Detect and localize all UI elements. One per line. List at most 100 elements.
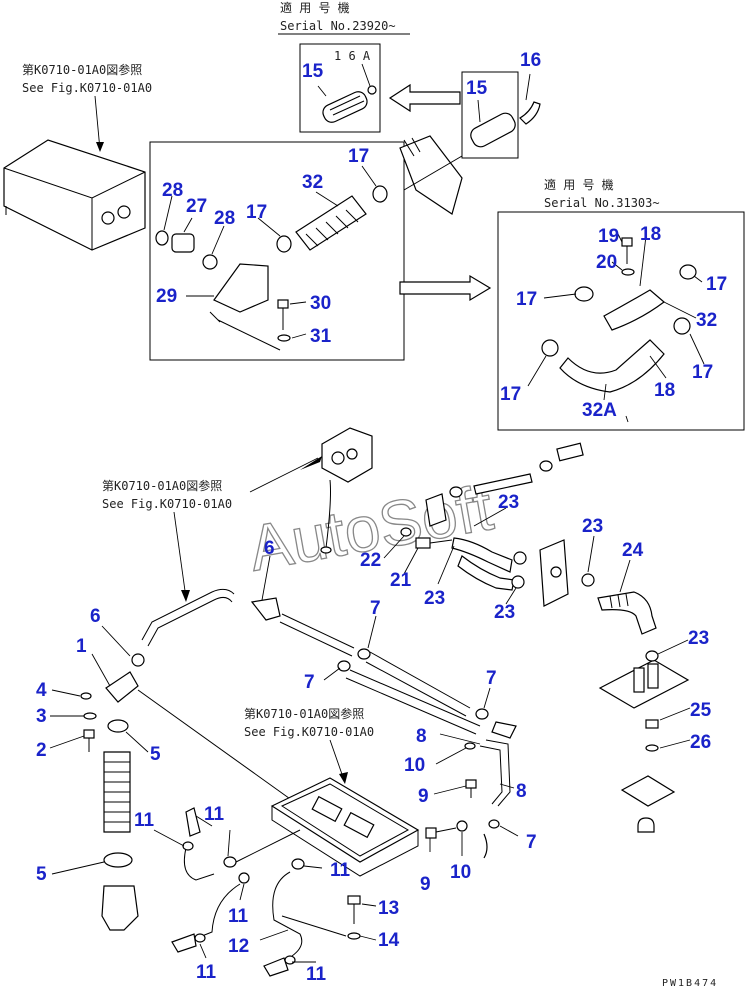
label-17-r-left: 17 [516,289,537,310]
label-11-a: 11 [204,804,225,825]
sleeve-15 [470,112,516,148]
label-11-d: 11 [228,906,249,927]
ref3-en: See Fig.K0710-01A0 [244,725,374,739]
adapter-29 [213,263,269,313]
label-27: 27 [186,196,207,217]
cap-11f [263,957,289,977]
washer-10a [464,742,476,750]
arrow-right [399,274,492,302]
upper-detail-box [149,141,405,361]
label-17-upper: 17 [348,146,369,167]
clamp-6a [131,653,145,667]
label-7-a: 7 [370,598,381,619]
label-32A: 32A [582,400,617,421]
label-32-right: 32 [696,310,717,331]
clamp-17-r4 [541,339,559,357]
label-6-upper: 6 [264,538,275,559]
clamp-17a [372,185,388,203]
washer-31 [277,334,291,342]
stud-a [633,667,645,693]
label-23-b: 23 [498,492,519,513]
stud-b [647,663,659,689]
ref1-en: See Fig.K0710-01A0 [22,81,152,95]
label-29: 29 [156,286,177,307]
clamp-7b [337,660,351,672]
label-30: 30 [310,293,331,314]
label-23-e: 23 [688,628,709,649]
label-32-upper: 32 [302,172,323,193]
label-24: 24 [622,540,644,561]
inset-box-15 [461,71,519,159]
clamp-11e [291,858,305,870]
hose-32 [295,195,367,251]
label-7-b: 7 [304,672,315,693]
pipe-6-left [141,588,235,641]
label-23-a: 23 [424,588,445,609]
label-12: 12 [228,936,249,957]
washer-10b [456,820,468,832]
label-20: 20 [596,252,617,273]
bolt-9b [425,827,437,839]
washer-26 [645,744,659,752]
washer-22 [400,527,412,537]
sleeve-15-inset [322,91,368,123]
clamp-7a [357,648,371,660]
clip-16a [367,85,377,95]
bolt-9a [465,779,477,789]
hose-5 [103,751,131,833]
cap-11d [171,933,197,953]
label-26: 26 [690,732,711,753]
pipe-7-right [365,651,471,717]
label-11-e: 11 [196,962,217,983]
clip-16 [519,101,541,125]
base-plate [620,775,676,807]
clamp-17-r1 [574,286,594,302]
heater-core [320,427,373,554]
clamp-28b [202,254,218,270]
label-25: 25 [690,700,712,721]
nozzle-1 [105,671,139,703]
hose-pair-23 [451,537,515,591]
label-17-r-bottom-right: 17 [692,362,713,383]
label-9-lower: 9 [420,874,431,895]
label-4: 4 [36,680,47,701]
ref1-jp: 第K0710-01A0図参照 [22,62,142,77]
label-19: 19 [598,226,619,247]
ref2-en: See Fig.K0710-01A0 [102,497,232,511]
hose-7-bottom [483,833,488,859]
right-serial: Serial No.31303~ [544,196,660,210]
label-10-lower: 10 [450,862,471,883]
washer-20 [621,268,635,276]
bracket-small [425,493,447,527]
label-11-c: 11 [330,860,351,881]
clip-7d [488,819,500,829]
clamp-11c [238,872,250,884]
clamp-7c [475,708,489,720]
label-5-lower: 5 [36,864,47,885]
bolt-2 [83,729,95,739]
hose-11e [272,871,303,957]
bracket-plate [399,135,463,215]
label-18-lower: 18 [654,380,675,401]
inset-box-16a [299,43,381,133]
label-5-upper: 5 [150,744,161,765]
clamp-23d [581,573,595,587]
figure-id: PW1B474 [662,978,718,989]
label-22: 22 [360,550,381,571]
label-23-d: 23 [582,516,603,537]
cap-11a [185,807,201,837]
leader-lines [49,73,705,963]
label-18-upper: 18 [640,224,661,245]
label-6-left: 6 [90,606,101,627]
right-detail-box [497,211,745,431]
label-23-c: 23 [494,602,515,623]
bolt-21 [415,537,431,549]
hose-32A [559,339,665,393]
label-8-left: 8 [416,726,427,747]
inset-16a-label: 1 6 A [334,49,371,63]
top-serial-jp: 適 用 号 機 [280,0,350,15]
bolt-30-head [277,299,289,309]
valve-6 [250,597,281,621]
hose-32-right [603,289,665,331]
